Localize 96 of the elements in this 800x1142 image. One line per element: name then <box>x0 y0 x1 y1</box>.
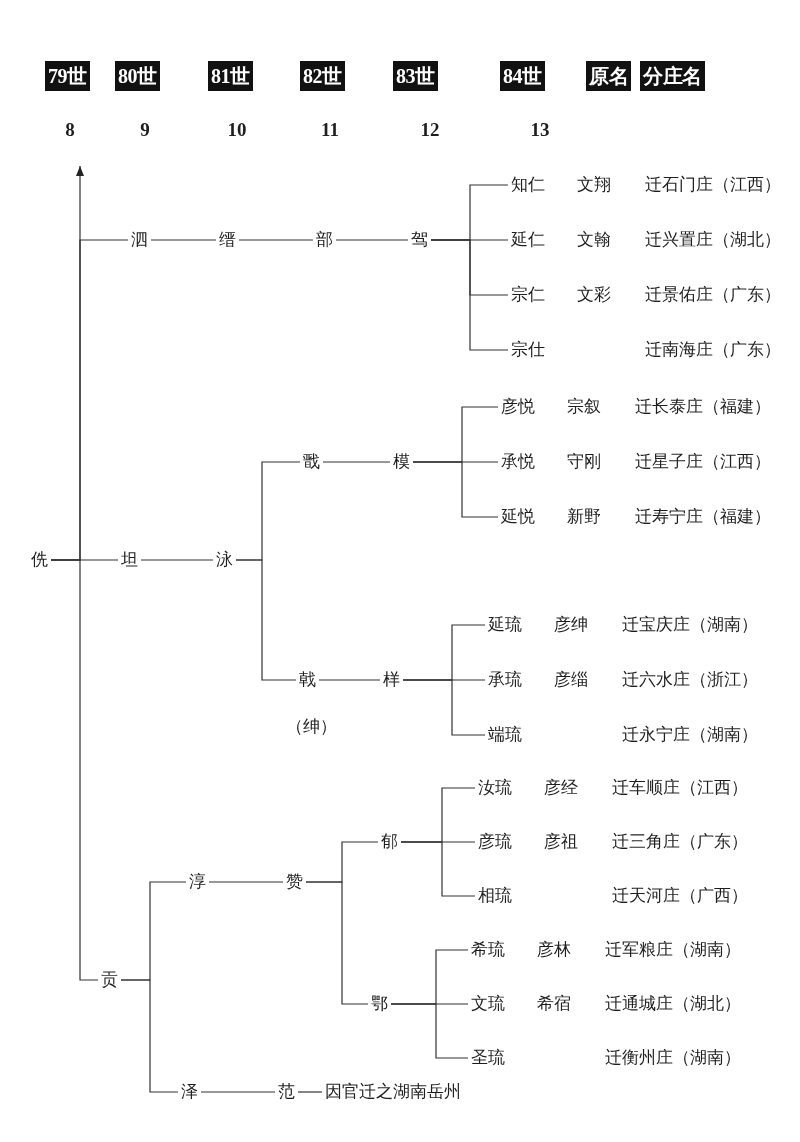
person-name: 文琉 <box>468 993 508 1015</box>
branch-estate-name: 迁兴置庄（湖北） <box>644 229 782 251</box>
generation-number: 12 <box>420 118 440 142</box>
connector-line <box>150 239 217 241</box>
person-name: 承琉 <box>485 669 525 691</box>
original-name: 彦经 <box>543 777 579 799</box>
person-name: 延悦 <box>498 506 538 528</box>
generation-header: 84世 <box>500 61 545 91</box>
person-name: 希琉 <box>468 939 508 961</box>
original-name: 文翰 <box>576 229 612 251</box>
person-name: 赞 <box>283 871 306 893</box>
person-name: 戬 <box>300 451 323 473</box>
person-name: 泗 <box>128 229 151 251</box>
connector-line <box>318 679 381 681</box>
person-name: 圣琉 <box>468 1047 508 1069</box>
person-name: 范 <box>275 1081 298 1103</box>
person-name: 端琉 <box>485 724 525 746</box>
connector-line <box>400 841 476 897</box>
person-name: 泽 <box>178 1081 201 1103</box>
person-name: 侁 <box>28 549 51 571</box>
original-name: 文翔 <box>576 174 612 196</box>
generation-header: 83世 <box>393 61 438 91</box>
person-name: 彦琉 <box>475 831 515 853</box>
original-name: 彦林 <box>536 939 572 961</box>
branch-estate-name: 迁六水庄（浙江） <box>621 669 759 691</box>
branch-estate-name: 迁永宁庄（湖南） <box>621 724 759 746</box>
connector-line <box>208 881 284 883</box>
column-header: 分庄名 <box>640 61 705 91</box>
branch-estate-name: 迁衡州庄（湖南） <box>604 1047 742 1069</box>
branch-estate-name: 迁景佑庄（广东） <box>644 284 782 306</box>
person-name: 延仁 <box>508 229 548 251</box>
original-name: 文彩 <box>576 284 612 306</box>
connector-line <box>402 679 486 736</box>
generation-header: 81世 <box>208 61 253 91</box>
person-name: 宗仕 <box>508 339 548 361</box>
generation-number: 10 <box>227 118 247 142</box>
name-note: （绅） <box>285 716 338 738</box>
connector-line <box>297 1091 323 1093</box>
person-name: 彦悦 <box>498 396 538 418</box>
person-name: 模 <box>390 451 413 473</box>
generation-number: 9 <box>140 118 150 142</box>
branch-estate-name: 迁南海庄（广东） <box>644 339 782 361</box>
original-name: 宗叙 <box>566 396 602 418</box>
person-name: 缙 <box>216 229 239 251</box>
connector-line <box>430 239 509 351</box>
original-name: 彦缁 <box>553 669 589 691</box>
branch-estate-name: 迁宝庆庄（湖南） <box>621 614 759 636</box>
note-text: 因官迁之湖南岳州 <box>322 1081 464 1103</box>
column-header: 原名 <box>586 61 631 91</box>
branch-estate-name: 迁三角庄（广东） <box>611 831 749 853</box>
person-name: 相琉 <box>475 885 515 907</box>
branch-estate-name: 迁长泰庄（福建） <box>634 396 772 418</box>
connector-line <box>335 239 409 241</box>
person-name: 部 <box>313 229 336 251</box>
person-name: 驾 <box>408 229 431 251</box>
original-name: 守刚 <box>566 451 602 473</box>
original-name: 彦祖 <box>543 831 579 853</box>
connector-line <box>120 979 179 1093</box>
generation-number: 8 <box>65 118 75 142</box>
connector-line <box>305 881 369 1005</box>
branch-estate-name: 迁石门庄（江西） <box>644 174 782 196</box>
generation-number: 11 <box>321 118 339 142</box>
branch-estate-name: 迁星子庄（江西） <box>634 451 772 473</box>
generation-header: 82世 <box>300 61 345 91</box>
person-name: 延琉 <box>485 614 525 636</box>
person-name: 郁 <box>378 831 401 853</box>
person-name: 鄂 <box>368 993 391 1015</box>
person-name: 淳 <box>186 871 209 893</box>
connector-line <box>50 559 99 981</box>
connector-line <box>238 239 314 241</box>
person-name: 汝琉 <box>475 777 515 799</box>
original-name: 彦绅 <box>553 614 589 636</box>
generation-header: 80世 <box>115 61 160 91</box>
person-name: 知仁 <box>508 174 548 196</box>
person-name: 贡 <box>98 969 121 991</box>
connector-line <box>322 461 391 463</box>
person-name: 承悦 <box>498 451 538 473</box>
original-name: 新野 <box>566 506 602 528</box>
person-name: 宗仁 <box>508 284 548 306</box>
person-name: 泳 <box>213 549 236 571</box>
branch-estate-name: 迁寿宁庄（福建） <box>634 506 772 528</box>
connector-line <box>235 559 297 681</box>
connector-line <box>412 461 499 518</box>
person-name: 坦 <box>118 549 141 571</box>
branch-estate-name: 迁通城庄（湖北） <box>604 993 742 1015</box>
original-name: 希宿 <box>536 993 572 1015</box>
branch-estate-name: 迁车顺庄（江西） <box>611 777 749 799</box>
person-name: 样 <box>380 669 403 691</box>
generation-number: 13 <box>530 118 550 142</box>
generation-header: 79世 <box>45 61 90 91</box>
branch-estate-name: 迁天河庄（广西） <box>611 885 749 907</box>
connector-line <box>200 1091 276 1093</box>
branch-estate-name: 迁军粮庄（湖南） <box>604 939 742 961</box>
person-name: 戟 <box>296 669 319 691</box>
connector-line <box>140 559 214 561</box>
connector-line <box>390 1003 469 1059</box>
